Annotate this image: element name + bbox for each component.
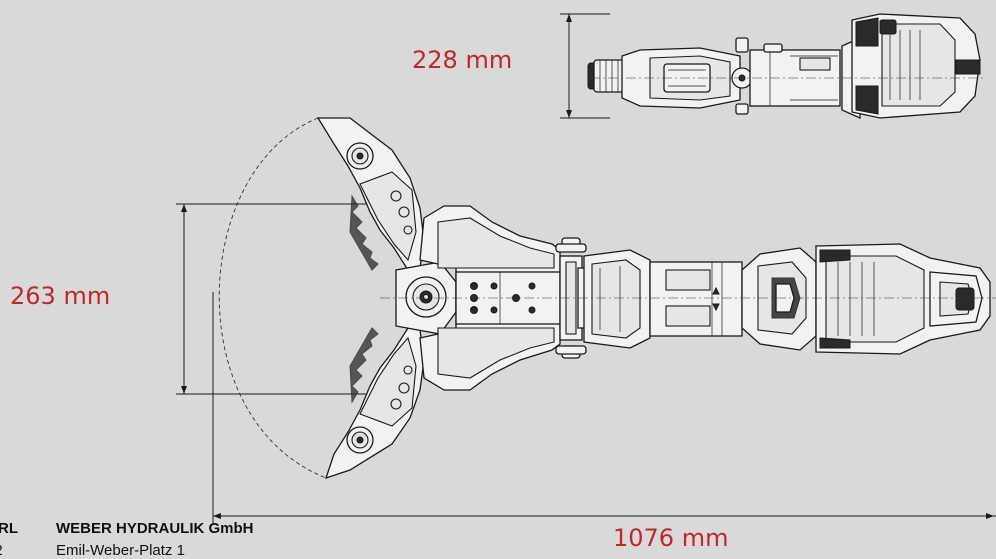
footer-prefix-2: 52: [0, 542, 3, 559]
top-dimension-line: [560, 13, 610, 119]
main-view-tool: [176, 117, 996, 524]
footer-address: Emil-Weber-Platz 1: [56, 542, 185, 559]
top-width-dimension-label: 228 mm: [412, 46, 513, 74]
height-dimension-line: [176, 203, 372, 395]
jaw-opening-dimension-label: 263 mm: [10, 282, 111, 310]
footer-prefix: RL: [0, 520, 18, 537]
length-dimension-line: [212, 292, 996, 524]
jaw-sweep-arc: [218, 117, 327, 479]
top-view-tool: [560, 13, 985, 120]
total-length-dimension-label: 1076 mm: [613, 524, 729, 552]
footer-company-name: WEBER HYDRAULIK GmbH: [56, 520, 254, 537]
